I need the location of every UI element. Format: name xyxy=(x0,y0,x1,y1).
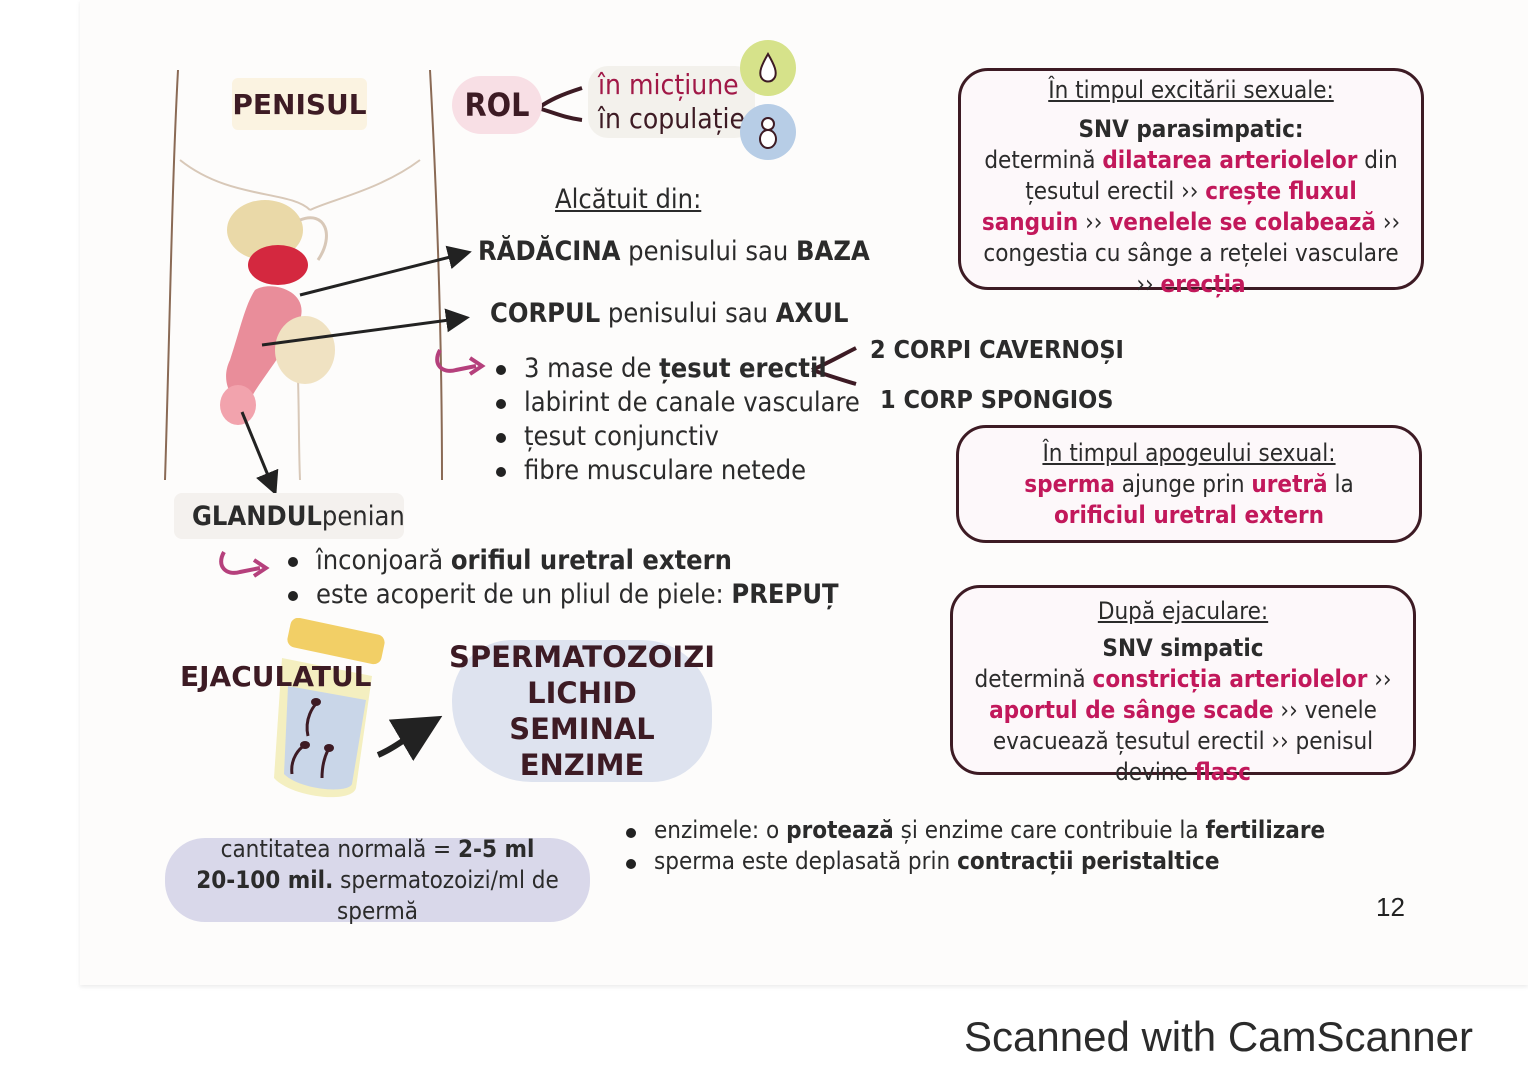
ejaculate-notes: enzimele: o protează și enzime care cont… xyxy=(620,815,1325,877)
glans-list: înconjoară orifiul uretral extern este a… xyxy=(282,544,839,612)
rol-label: ROL xyxy=(452,76,542,134)
erectile-mass-item: 1 CORP SPONGIOS xyxy=(880,385,1114,414)
scanner-watermark: Scanned with CamScanner xyxy=(964,1013,1473,1060)
component-item: SPERMATOZOIZI xyxy=(448,640,716,674)
erectile-masses: 2 CORPI CAVERNOȘI 1 CORP SPONGIOS xyxy=(870,325,1124,425)
rol-item: în copulație xyxy=(598,102,745,135)
box-text: sperma ajunge prin uretră la orificiul u… xyxy=(1024,470,1354,529)
urine-drop-icon xyxy=(740,40,796,96)
component-item: ENZIME xyxy=(519,748,645,782)
box-subtitle: SNV parasimpatic: xyxy=(1078,115,1304,143)
quantity-note: cantitatea normală = 2-5 ml 20-100 mil. … xyxy=(165,835,590,925)
curved-arrow-icon xyxy=(435,349,486,376)
body-line: CORPUL penisului sau AXUL xyxy=(490,298,849,329)
specimen-cup-icon xyxy=(274,618,385,798)
ejaculate-title: EJACULATUL xyxy=(180,660,372,693)
page-number: 12 xyxy=(1376,892,1405,922)
box-text: determină dilatarea arteriolelor din țes… xyxy=(981,146,1401,298)
component-item: LICHID SEMINAL xyxy=(509,676,655,746)
climax-box: În timpul apogeului sexual: sperma ajung… xyxy=(956,425,1422,543)
box-heading: În timpul apogeului sexual: xyxy=(1042,439,1336,467)
baby-icon xyxy=(740,104,796,160)
excitation-box: În timpul excitării sexuale: SNV parasim… xyxy=(958,68,1424,298)
box-heading: După ejaculare: xyxy=(1097,597,1269,625)
curved-arrow-icon xyxy=(219,551,270,578)
erectile-mass-item: 2 CORPI CAVERNOȘI xyxy=(870,335,1124,364)
list-item: țesut conjunctiv xyxy=(490,420,860,454)
penis-title: PENISUL xyxy=(232,78,367,130)
body-components-list: 3 mase de țesut erectil labirint de cana… xyxy=(490,352,860,488)
anatomy-illustration xyxy=(164,69,443,481)
glans-label: GLANDUL penian xyxy=(174,493,405,539)
rol-list: în micțiune în copulație xyxy=(588,66,755,138)
list-item: 3 mase de țesut erectil xyxy=(490,352,860,386)
list-item: este acoperit de un pliul de piele: PREP… xyxy=(282,578,839,612)
box-subtitle: SNV simpatic xyxy=(1102,634,1264,662)
root-line: RĂDĂCINA penisului sau BAZA xyxy=(478,236,870,267)
list-item: sperma este deplasată prin contracții pe… xyxy=(620,846,1325,877)
list-item: înconjoară orifiul uretral extern xyxy=(282,544,839,578)
composition-heading: Alcătuit din: xyxy=(555,184,702,215)
after-ejaculation-box: După ejaculare: SNV simpatic determină c… xyxy=(950,585,1416,786)
box-text: determină constricția arteriolelor ›› ap… xyxy=(974,665,1392,786)
list-item: enzimele: o protează și enzime care cont… xyxy=(620,815,1325,846)
rol-item: în micțiune xyxy=(598,68,739,101)
ejaculate-components: SPERMATOZOIZI LICHID SEMINAL ENZIME xyxy=(448,640,716,782)
list-item: fibre musculare netede xyxy=(490,454,860,488)
list-item: labirint de canale vasculare xyxy=(490,386,860,420)
box-heading: În timpul excitării sexuale: xyxy=(1048,76,1334,104)
